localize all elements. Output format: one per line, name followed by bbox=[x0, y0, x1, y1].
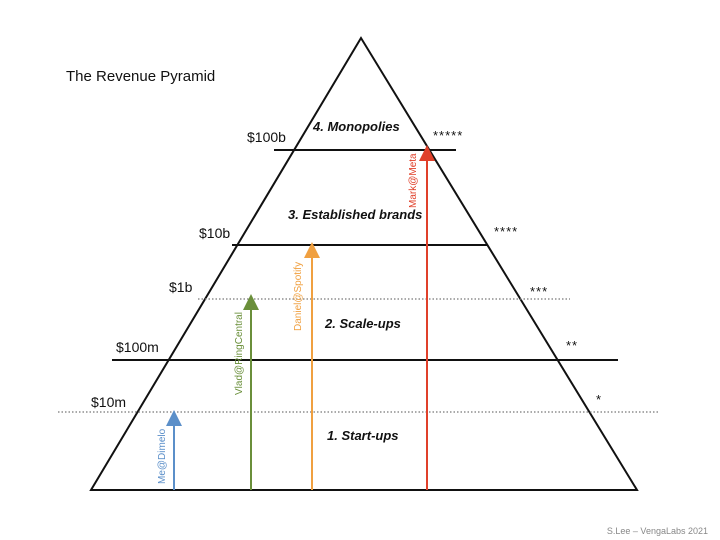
pyramid-outline bbox=[89, 36, 639, 491]
level-label-start-ups: 1. Start-ups bbox=[327, 428, 399, 443]
level-label-monopolies: 4. Monopolies bbox=[312, 119, 400, 134]
diagram-title: The Revenue Pyramid bbox=[66, 68, 215, 85]
arrow-label-meta: Mark@Meta bbox=[408, 153, 419, 208]
arrow-label-ringcentral: Vlad@RingCentral bbox=[234, 312, 245, 395]
level-label-scale-ups: 2. Scale-ups bbox=[324, 316, 401, 331]
threshold-stars-1b: *** bbox=[530, 284, 548, 299]
threshold-amount-10b: $10b bbox=[199, 225, 230, 241]
threshold-stars-100b: ***** bbox=[433, 128, 463, 143]
threshold-amount-10m: $10m bbox=[91, 394, 126, 410]
threshold-amount-100b: $100b bbox=[247, 129, 286, 145]
threshold-stars-100m: ** bbox=[566, 338, 578, 353]
footer-credit: S.Lee – VengaLabs 2021 bbox=[607, 526, 708, 536]
arrow-label-dimelo: Me@Dimelo bbox=[157, 428, 168, 484]
threshold-stars-10m: * bbox=[596, 392, 602, 407]
threshold-stars-10b: **** bbox=[494, 224, 518, 239]
threshold-amount-100m: $100m bbox=[116, 339, 159, 355]
level-label-established-brands: 3. Established brands bbox=[288, 207, 422, 222]
threshold-amount-1b: $1b bbox=[169, 279, 193, 295]
arrow-label-spotify: Daniel@Spotify bbox=[293, 262, 304, 331]
